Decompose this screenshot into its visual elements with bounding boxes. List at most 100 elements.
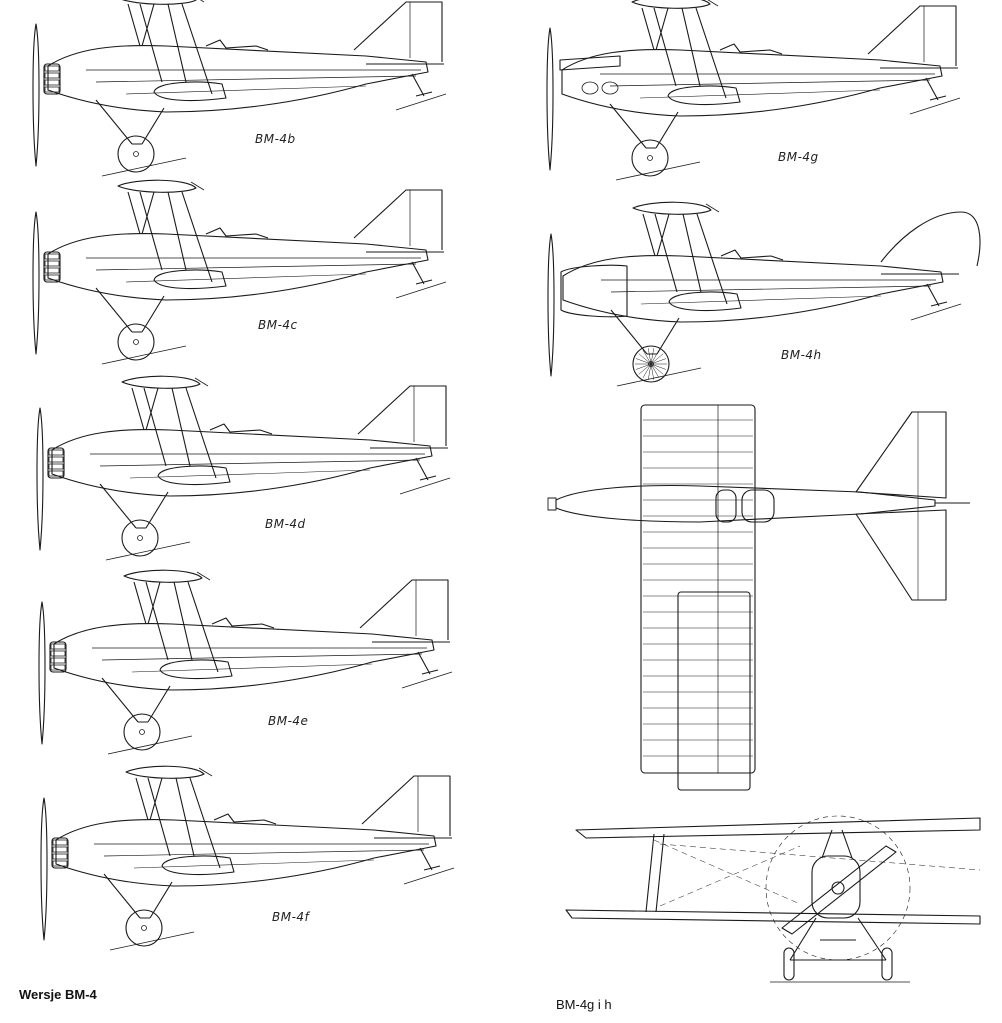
label-bm-4b: BM-4b	[255, 132, 296, 146]
landing-gear-struts	[610, 309, 680, 355]
radial-engine	[43, 63, 61, 95]
propeller	[40, 797, 48, 941]
fuselage	[561, 48, 943, 117]
side-view-bm-4g	[546, 0, 961, 181]
propeller	[32, 23, 40, 167]
main-wheel	[125, 909, 163, 947]
engine-cowling	[560, 264, 628, 318]
ground-line	[109, 931, 195, 951]
cockpit	[205, 39, 269, 51]
side-view-bm-4c	[32, 179, 447, 365]
tail-skid	[411, 73, 433, 97]
plan-view-drawing	[547, 404, 970, 791]
landing-gear-struts	[95, 99, 165, 145]
inline-engine-cowl	[559, 55, 621, 71]
wheel-right	[881, 947, 893, 981]
propeller	[546, 27, 554, 171]
upper-wing	[125, 765, 205, 779]
main-wheel	[121, 519, 159, 557]
interplane-strut-front	[645, 833, 665, 913]
main-wheel	[117, 323, 155, 361]
cockpit	[211, 617, 275, 629]
label-bm-4g: BM-4g	[778, 150, 819, 164]
cockpit	[205, 227, 269, 239]
tail-skid	[415, 457, 437, 481]
upper-wing	[122, 0, 197, 5]
lower-wing	[161, 855, 235, 875]
label-bm-4h: BM-4h	[781, 348, 822, 362]
main-wheel	[123, 713, 161, 751]
propeller	[38, 601, 46, 745]
ground-line	[616, 367, 702, 387]
tail-fin	[867, 5, 957, 66]
lower-wing	[157, 465, 231, 485]
caption-versions: Wersje BM-4	[19, 987, 97, 1002]
landing-gear-struts	[103, 873, 173, 919]
fuselage-plan	[555, 484, 936, 523]
landing-gear-front	[789, 917, 887, 961]
landing-gear-struts	[609, 103, 679, 149]
tail-fin	[357, 385, 447, 446]
main-wheel	[632, 345, 670, 383]
interplane-struts	[133, 581, 219, 673]
propeller	[547, 233, 555, 377]
tail-fin	[880, 211, 981, 267]
cockpit	[209, 423, 273, 435]
interplane-struts	[641, 7, 727, 99]
ground-line	[101, 157, 187, 177]
upper-wing	[632, 201, 712, 215]
ground-line	[105, 541, 191, 561]
lower-wing	[153, 81, 227, 101]
fuselage-front	[811, 855, 861, 919]
radial-engine	[47, 447, 65, 479]
side-view-group	[32, 0, 981, 951]
fuselage	[562, 254, 944, 323]
interplane-struts	[131, 387, 217, 479]
side-view-bm-4f	[40, 765, 455, 951]
upper-wing-front	[575, 817, 981, 839]
lower-wing-plan	[677, 591, 751, 791]
propeller-front	[781, 845, 897, 935]
propeller	[36, 407, 44, 551]
lower-wing-front	[565, 909, 981, 925]
interplane-struts	[127, 3, 213, 95]
tail-skid	[419, 847, 441, 871]
front-view-bm-4g-h	[565, 815, 981, 983]
landing-gear-struts	[99, 483, 169, 529]
upper-wing	[121, 375, 201, 389]
lower-wing	[159, 659, 233, 679]
caption-g-and-h: BM-4g i h	[556, 997, 612, 1012]
side-view-bm-4b	[32, 0, 447, 177]
upper-wing	[117, 179, 197, 193]
main-wheel	[631, 139, 669, 177]
tailplane-right	[855, 509, 947, 601]
plan-view-bm-4g-h	[547, 404, 970, 791]
label-bm-4c: BM-4c	[258, 318, 298, 332]
side-view-bm-4d	[36, 375, 451, 561]
ground-line	[107, 735, 193, 755]
interplane-struts	[642, 213, 728, 305]
propeller-disc	[765, 815, 911, 961]
fuselage	[47, 232, 429, 301]
lower-wing	[153, 269, 227, 289]
fuselage	[51, 428, 433, 497]
landing-gear-struts	[101, 677, 171, 723]
wheel-left	[783, 947, 795, 981]
label-bm-4e: BM-4e	[268, 714, 309, 728]
upper-wing	[123, 569, 203, 583]
ground-line	[101, 345, 187, 365]
lower-wing	[667, 85, 741, 105]
upper-wing	[631, 0, 711, 9]
cockpit	[720, 249, 784, 261]
label-bm-4d: BM-4d	[265, 517, 306, 531]
tail-fin	[353, 1, 443, 62]
tail-skid	[411, 261, 433, 285]
fuselage	[47, 44, 429, 113]
label-bm-4f: BM-4f	[272, 910, 310, 924]
tail-skid	[926, 283, 948, 307]
fuselage	[55, 818, 437, 887]
radial-engine	[49, 641, 67, 673]
fuselage	[53, 622, 435, 691]
upper-wing-plan	[640, 404, 756, 774]
